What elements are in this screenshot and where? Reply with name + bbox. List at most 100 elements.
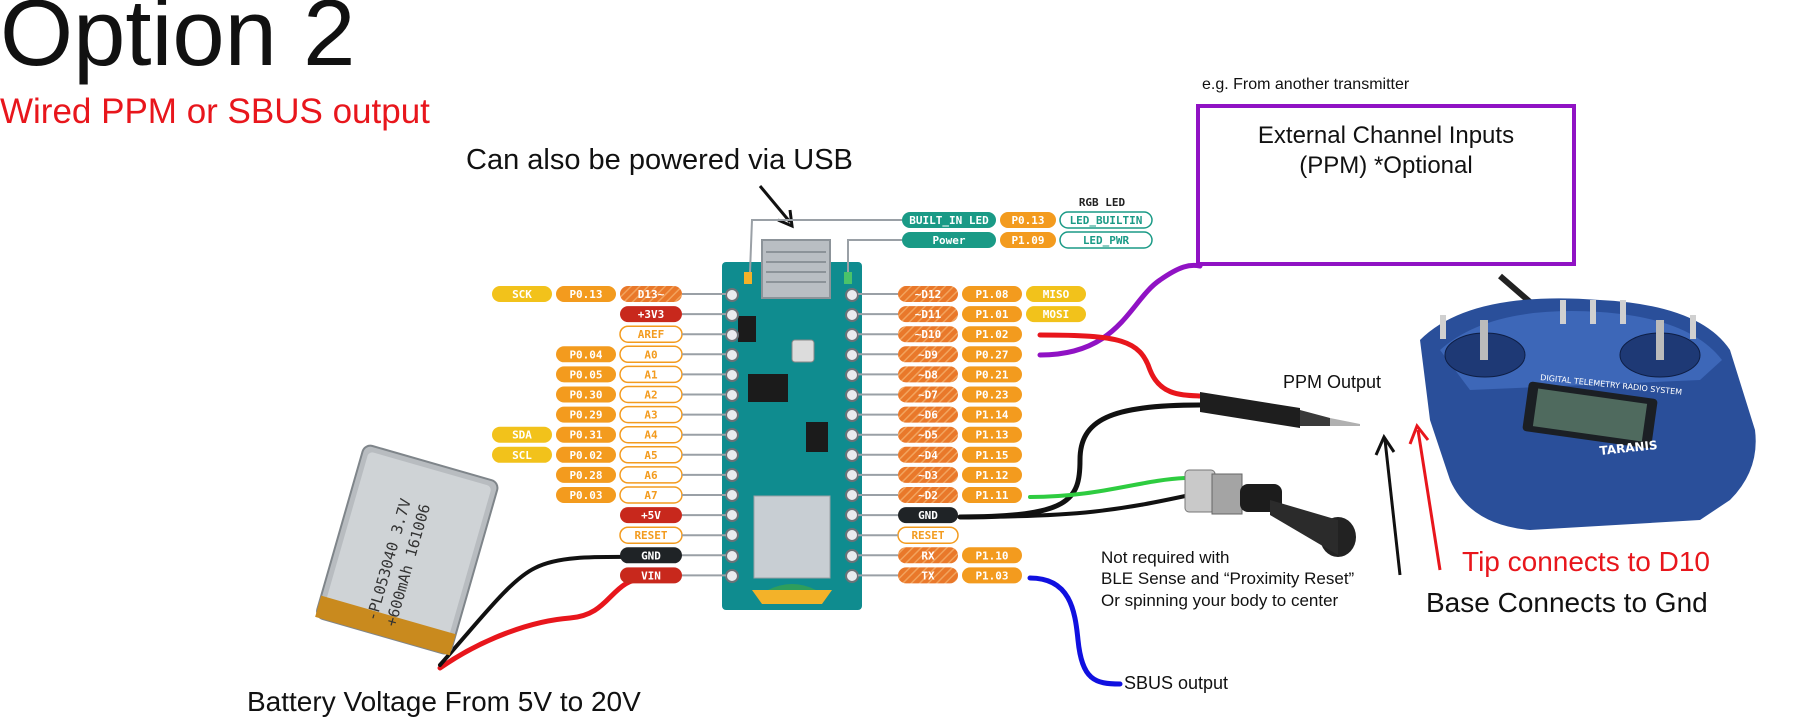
right-pin-function-1-bg [1026, 306, 1086, 323]
right-pin-port-9: P1.12 [975, 469, 1008, 482]
top-pin-function-0-bg [1059, 211, 1153, 229]
blue-wire-tx [1027, 575, 1123, 687]
right-pin-port-13-bg [962, 547, 1022, 564]
ppm-output-label: PPM Output [1283, 372, 1382, 392]
left-pin-port-5-bg [556, 386, 616, 403]
right-pin-10: ~D2 [918, 489, 938, 502]
right-pin-3: ~D9 [918, 348, 938, 361]
top-pin-function-1: LED_PWR [1083, 234, 1130, 247]
wires [437, 262, 1203, 687]
right-pin-port-2: P1.02 [975, 328, 1008, 341]
right-pin-8-bg [898, 446, 958, 463]
right-pin-port-7-bg [962, 426, 1022, 443]
battery-voltage-label: Battery Voltage From 5V to 20V [247, 686, 641, 717]
top-pin-port-1: P1.09 [1011, 234, 1044, 247]
right-pin-11-bg [898, 507, 958, 524]
right-pin-port-5: P0.23 [975, 389, 1008, 402]
right-pin-9-bg [898, 466, 958, 483]
left-pin-8: A5 [644, 449, 657, 462]
right-pin-port-8-bg [962, 446, 1022, 463]
page-subtitle: Wired PPM or SBUS output [0, 92, 430, 131]
left-pin-3: A0 [644, 348, 657, 361]
not-required-line1: Not required with [1101, 548, 1230, 567]
right-pin-port-4-bg [962, 366, 1022, 383]
right-pin-port-6: P1.14 [975, 409, 1008, 422]
top-pin-port-0-bg [1000, 212, 1056, 228]
left-pin-11-bg [620, 507, 682, 524]
red-wire-vin [437, 575, 651, 671]
left-pin-7: A4 [644, 429, 658, 442]
left-pin-14-bg [620, 567, 682, 584]
right-pin-port-3: P0.27 [975, 348, 1008, 361]
top-pin-name-0: BUILT_IN LED [909, 214, 989, 227]
left-pin-port-4-bg [556, 366, 616, 383]
tip-connection-note: Tip connects to D10 [1462, 546, 1710, 577]
right-pin-6: ~D6 [918, 409, 938, 422]
audio-plug [1200, 392, 1360, 428]
page-title: Option 2 [0, 0, 356, 85]
left-pin-port-7-bg [556, 426, 616, 443]
external-inputs-title: External Channel Inputs [1257, 122, 1515, 149]
black-wire-gnd2 [438, 554, 650, 667]
left-pin-1-bg [620, 306, 682, 323]
right-pin-port-0: P1.08 [975, 288, 1008, 301]
left-pin-2: AREF [638, 328, 665, 341]
left-pin-11: +5V [641, 509, 661, 522]
red-wire-d10 [1037, 332, 1203, 399]
black-wire-gnd [957, 402, 1203, 520]
right-pin-port-2-bg [962, 326, 1022, 343]
right-pin-6-bg [898, 406, 958, 423]
right-pin-port-5-bg [962, 386, 1022, 403]
left-pin-port-3: P0.04 [569, 348, 602, 361]
right-pin-13-bg [898, 547, 958, 564]
right-pin-13: RX [921, 549, 935, 562]
right-pin-port-10: P1.11 [975, 489, 1008, 502]
right-pin-port-1-bg [962, 306, 1022, 323]
left-pin-0-bg [620, 286, 682, 302]
right-pin-5: ~D7 [918, 389, 938, 402]
radio-transmitter: DIGITAL TELEMETRY RADIO SYSTEM TARANIS [1420, 273, 1756, 530]
left-pin-port-9: P0.28 [569, 469, 602, 482]
left-pin-port-3-bg [556, 346, 616, 363]
rgb-led-header: RGB LED [1079, 196, 1126, 209]
push-button [1184, 469, 1356, 557]
right-pin-port-0-bg [962, 286, 1022, 302]
left-pin-port-9-bg [556, 466, 616, 483]
top-pin-name-1-bg [902, 232, 996, 248]
right-pin-port-8: P1.15 [975, 449, 1008, 462]
left-header-holes [725, 288, 739, 583]
right-pin-5-bg [898, 386, 958, 403]
left-pin-function-8-bg [492, 446, 552, 463]
right-pin-port-1: P1.01 [975, 308, 1008, 321]
top-pin-function-0: LED_BUILTIN [1070, 214, 1143, 227]
top-pin-lead-0 [749, 219, 902, 273]
right-pin-3-bg [898, 346, 958, 363]
left-pin-port-5: P0.30 [569, 389, 602, 402]
left-pin-function-8: SCL [512, 449, 532, 462]
left-pin-13: GND [641, 549, 661, 562]
right-pin-7: ~D5 [918, 429, 938, 442]
left-pin-1: +3V3 [638, 308, 665, 321]
right-pin-1-bg [898, 306, 958, 323]
battery: -PL053040 3.7V +600mAh 161006 [315, 444, 499, 656]
usb-power-note: Can also be powered via USB [466, 144, 853, 176]
left-pin-port-0-bg [556, 286, 616, 302]
right-pin-port-4: P0.21 [975, 368, 1008, 381]
right-pin-10-bg [898, 487, 958, 503]
right-pin-0-bg [898, 286, 958, 302]
left-pin-port-10: P0.03 [569, 489, 602, 502]
left-pin-function-0: SCK [512, 288, 532, 301]
left-pin-0: D13~ [638, 288, 665, 301]
base-connection-note: Base Connects to Gnd [1426, 587, 1708, 618]
external-source-note: e.g. From another transmitter [1202, 76, 1410, 93]
right-pin-port-9-bg [962, 466, 1022, 483]
right-pin-2: ~D10 [915, 328, 942, 341]
right-pin-11: GND [918, 509, 938, 522]
right-pin-port-14-bg [962, 567, 1022, 584]
right-pin-port-6-bg [962, 406, 1022, 423]
left-pin-function-0-bg [492, 286, 552, 302]
